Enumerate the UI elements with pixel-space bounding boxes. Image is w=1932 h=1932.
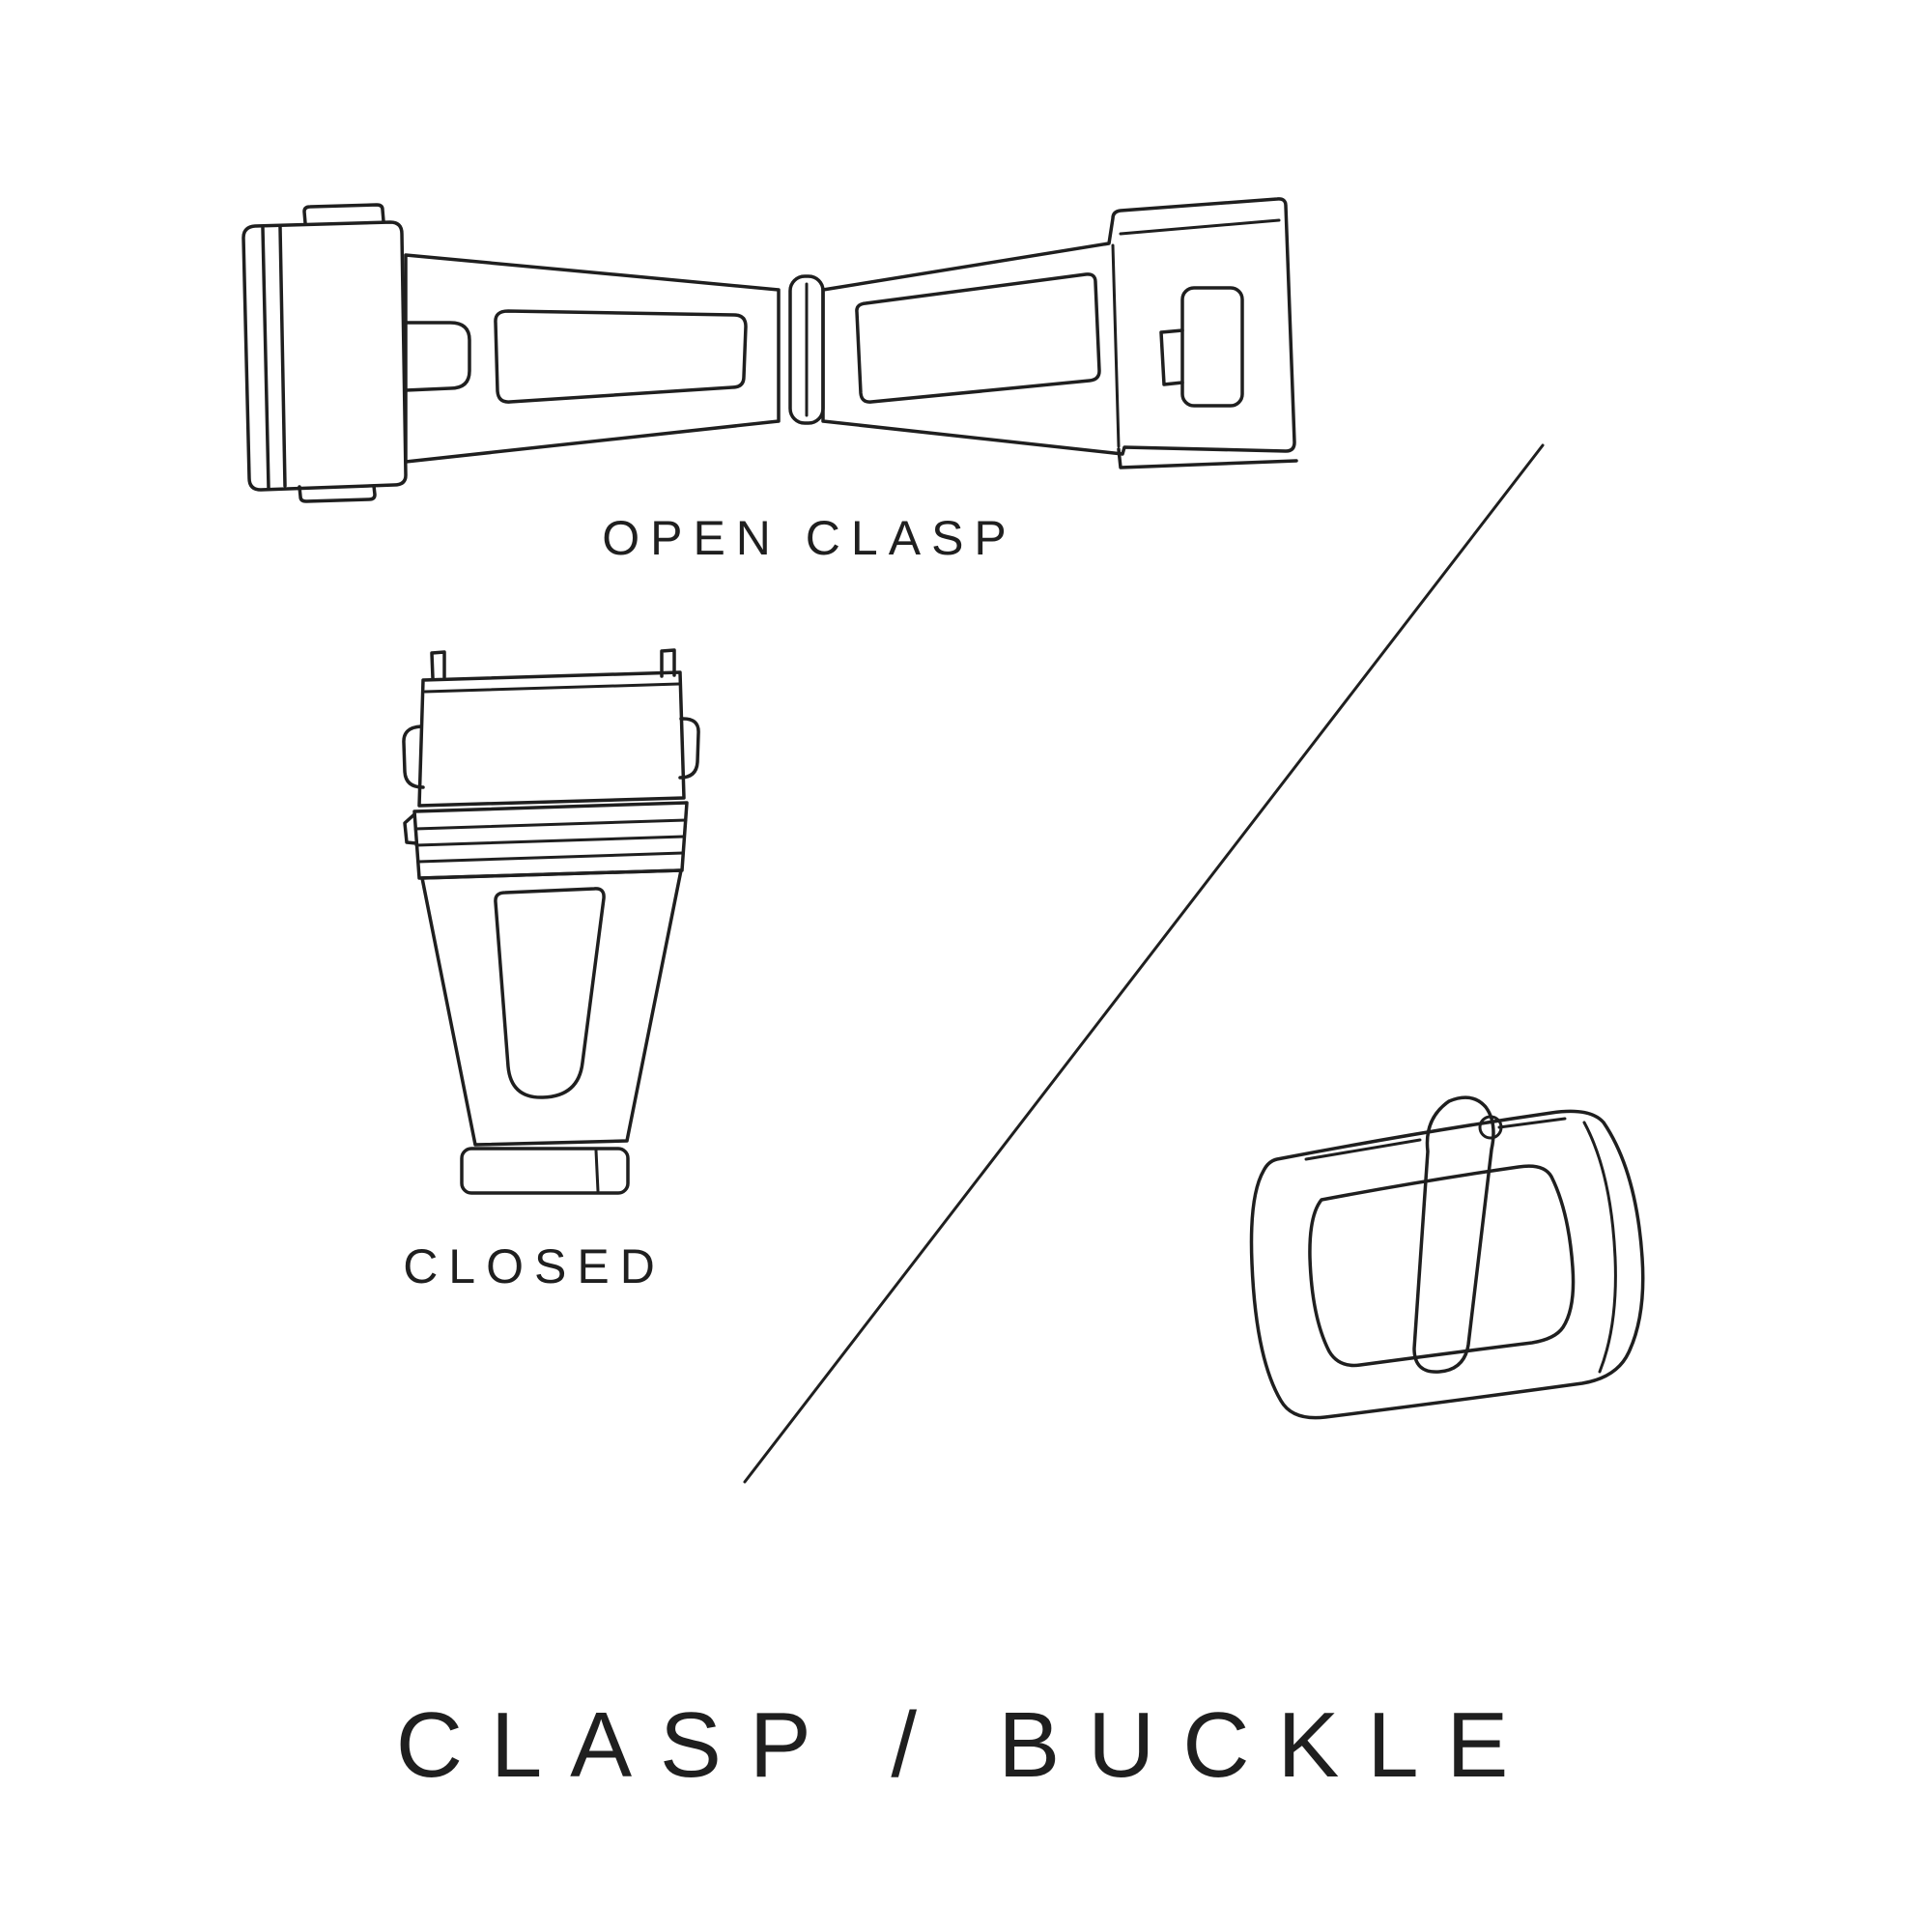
closed-clasp-label: CLOSED bbox=[403, 1239, 666, 1293]
open-clasp-label: OPEN CLASP bbox=[602, 511, 1017, 565]
diagram-title: CLASP / BUCKLE bbox=[395, 1693, 1537, 1797]
closed-clasp-illustration bbox=[402, 648, 700, 1195]
tang-buckle-illustration bbox=[1249, 1095, 1645, 1420]
diagonal-divider-line bbox=[743, 443, 1545, 1484]
open-clasp-illustration bbox=[242, 197, 1298, 503]
